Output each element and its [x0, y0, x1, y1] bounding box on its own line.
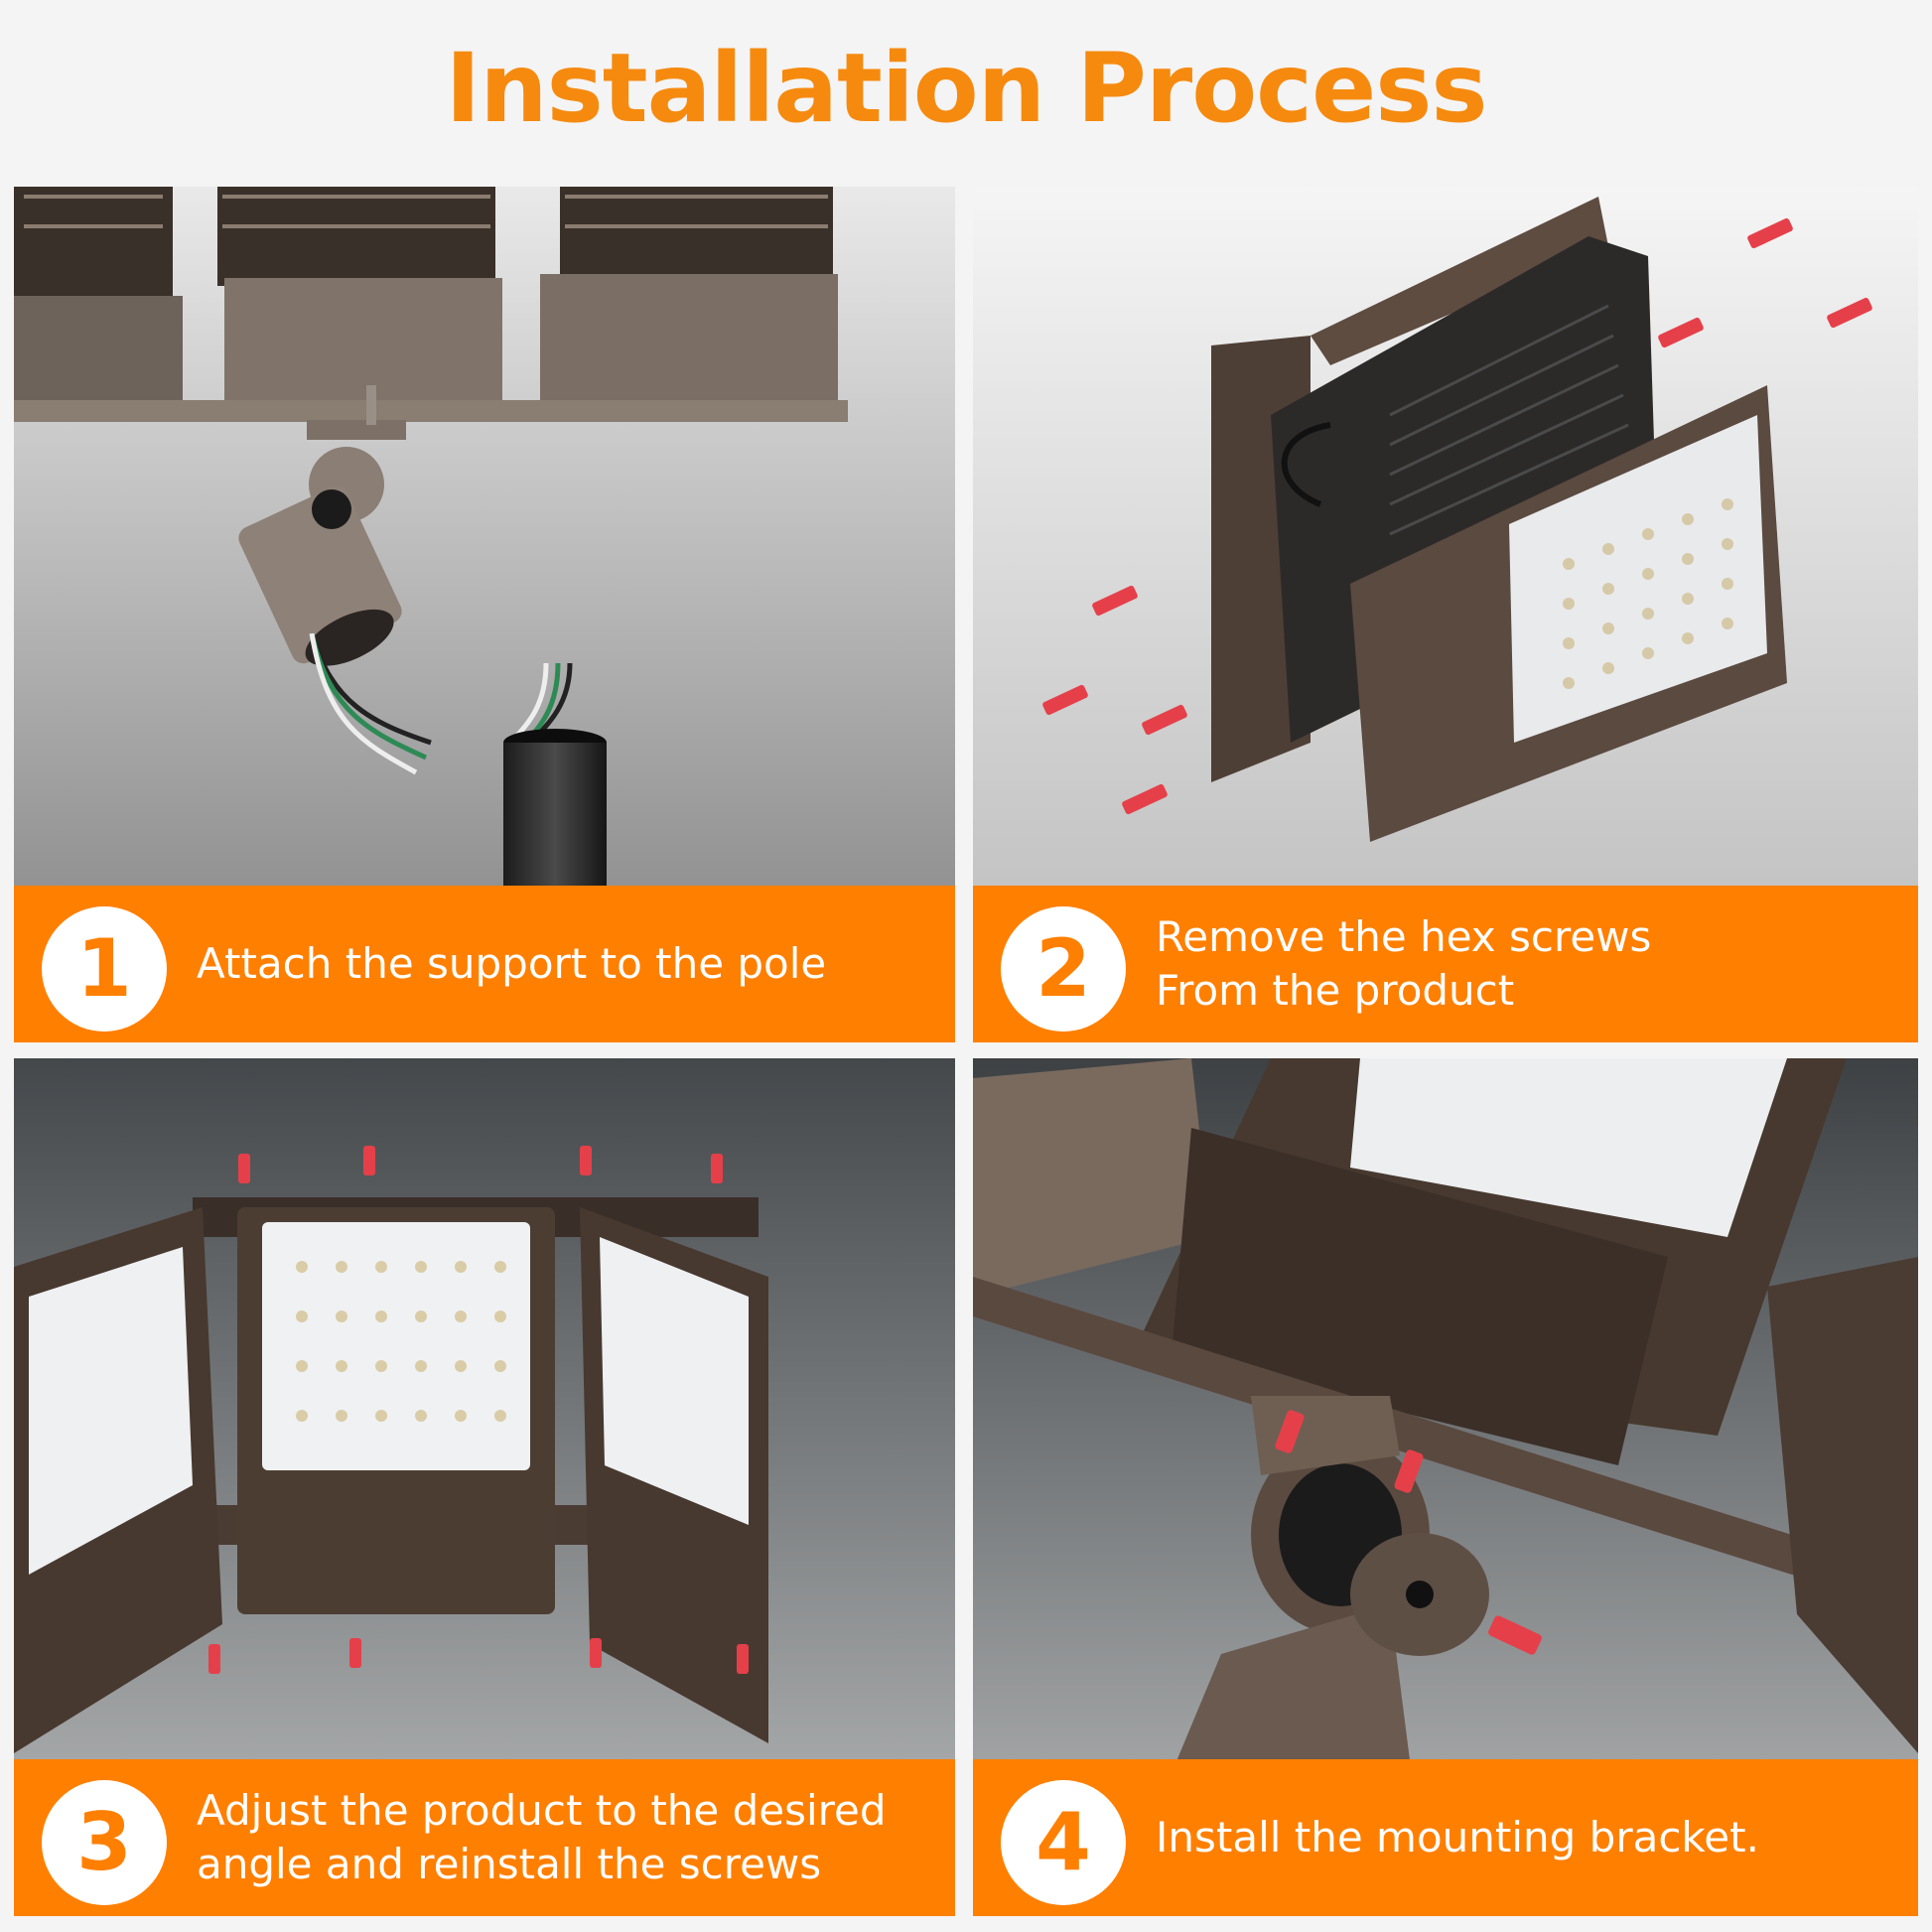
step-2-caption: Remove the hex screws From the product [1156, 912, 1652, 1015]
step-3-panel: 3 Adjust the product to the desired angl… [14, 1058, 955, 1916]
step-3-caption: Adjust the product to the desired angle … [197, 1786, 887, 1888]
step-2-caption-bar: 2 Remove the hex screws From the product [973, 886, 1918, 1042]
step-4-caption: Install the mounting bracket. [1156, 1813, 1759, 1862]
step-1-panel: 1 Attach the support to the pole [14, 187, 955, 1042]
step-1-caption-bar: 1 Attach the support to the pole [14, 886, 955, 1042]
step-1-number-badge: 1 [42, 906, 167, 1032]
step-4-panel: 4 Install the mounting bracket. [973, 1058, 1918, 1916]
step-2-number-badge: 2 [1001, 906, 1126, 1032]
page-title: Installation Process [445, 33, 1488, 144]
step-4-caption-bar: 4 Install the mounting bracket. [973, 1759, 1918, 1916]
step-2-panel: 2 Remove the hex screws From the product [973, 187, 1918, 1042]
step-4-number-badge: 4 [1001, 1780, 1126, 1905]
step-3-caption-bar: 3 Adjust the product to the desired angl… [14, 1759, 955, 1916]
step-3-number-badge: 3 [42, 1780, 167, 1905]
step-1-caption: Attach the support to the pole [197, 939, 827, 988]
